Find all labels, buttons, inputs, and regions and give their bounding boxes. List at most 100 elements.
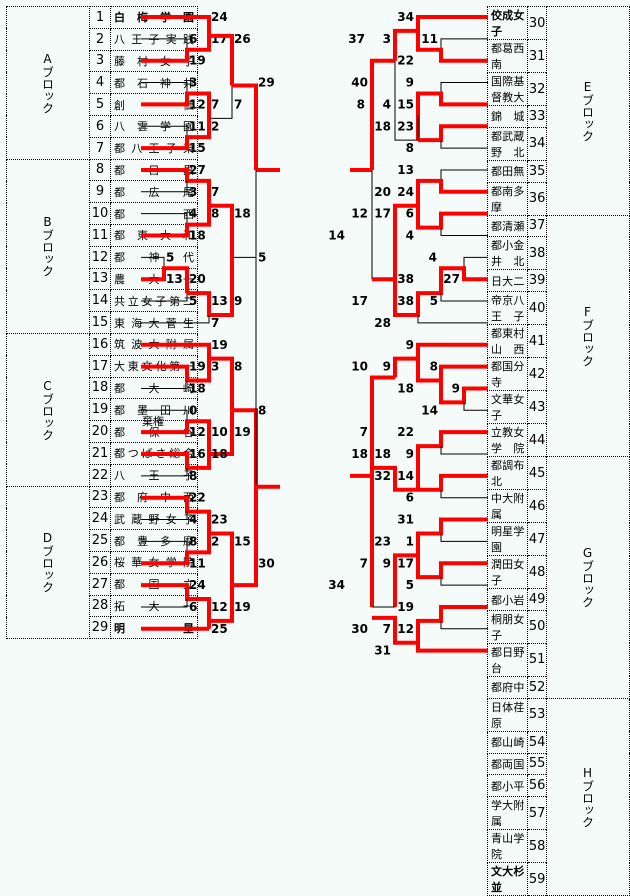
- team-number: 51: [527, 642, 547, 677]
- score-label: 34: [397, 10, 414, 24]
- score-label: 18: [234, 207, 251, 221]
- score-label: 8: [211, 207, 219, 221]
- bracket-line: [209, 585, 234, 623]
- score-label: 8: [357, 97, 365, 111]
- score-label: 30: [258, 556, 275, 570]
- team-name: 学大附属: [486, 796, 529, 831]
- bracket-line: [141, 266, 189, 294]
- team-number: 14: [89, 289, 111, 313]
- score-label: 37: [348, 32, 365, 46]
- score-label: 22: [189, 491, 206, 505]
- team-name: 国際基督教大: [486, 72, 529, 106]
- bracket-line: [440, 620, 488, 630]
- score-label: 25: [211, 622, 228, 636]
- team-number: 31: [527, 39, 547, 73]
- bracket-line: [141, 118, 211, 151]
- bracket-line: [440, 533, 488, 542]
- team-name: 都小岩: [486, 588, 529, 611]
- score-label: 28: [374, 316, 391, 330]
- bracket-line: [418, 473, 488, 492]
- bracket-line: [440, 577, 488, 586]
- bracket-line: [439, 380, 488, 405]
- score-label: 20: [374, 185, 391, 199]
- bracket-line: [440, 82, 488, 94]
- block-label: Aブロック: [6, 6, 90, 160]
- bracket-line: [372, 266, 488, 317]
- score-label: 19: [397, 600, 414, 614]
- score-label: 22: [397, 54, 414, 68]
- team-name: 青山学院: [486, 829, 529, 864]
- team-number: 10: [89, 202, 111, 225]
- score-label: 13: [166, 272, 183, 286]
- score-label: 5: [430, 294, 438, 308]
- bracket-line: [209, 410, 234, 456]
- score-label: 19: [211, 338, 228, 352]
- bracket-line: [416, 555, 488, 580]
- team-name: 都武蔵野北: [486, 126, 529, 161]
- score-label: 24: [189, 578, 206, 592]
- bracket-line: [141, 495, 234, 586]
- bracket-line: [141, 91, 211, 119]
- score-label: 7: [383, 622, 391, 636]
- bracket-line: [209, 33, 234, 86]
- score-label: 17: [351, 294, 368, 308]
- bracket-line: [232, 83, 258, 170]
- team-number: 33: [527, 105, 547, 128]
- team-name: 日体荏原: [486, 697, 529, 732]
- score-label: 8: [430, 360, 438, 374]
- score-label: 4: [383, 97, 391, 111]
- score-label: 18: [397, 381, 414, 395]
- score-label: 13: [397, 163, 414, 177]
- team-name: 桐朋女子: [486, 609, 529, 644]
- bracket-line: [141, 314, 210, 324]
- block-label: Hブロック: [545, 697, 630, 896]
- bracket-line: [141, 205, 211, 238]
- score-label: 7: [211, 185, 219, 199]
- score-label: 40: [351, 76, 368, 90]
- score-label: 38: [397, 272, 414, 286]
- score-label: 4: [189, 207, 197, 221]
- score-label: 14: [328, 229, 345, 243]
- score-label: 23: [374, 534, 391, 548]
- score-label: 4: [189, 513, 197, 527]
- team-number: 25: [89, 529, 111, 552]
- score-label: 14: [397, 469, 414, 483]
- score-label: 2: [211, 534, 219, 548]
- team-number: 39: [527, 269, 547, 293]
- score-label: 17: [397, 556, 414, 570]
- bracket-line: [209, 85, 233, 119]
- team-number: 55: [527, 752, 547, 776]
- bracket-line: [417, 314, 488, 324]
- bracket-line: [416, 430, 488, 490]
- team-name: 都豊多摩: [110, 529, 198, 552]
- score-label: 3: [189, 185, 197, 199]
- score-label: 17: [374, 207, 391, 221]
- score-label: 27: [443, 272, 460, 286]
- bracket-line: [141, 511, 188, 521]
- bracket-line: [141, 180, 188, 193]
- bracket-line: [141, 533, 211, 566]
- team-name: 都山崎: [486, 730, 529, 754]
- semifinal-line: [232, 484, 280, 588]
- bracket-line: [370, 375, 418, 492]
- bracket-line: [209, 203, 234, 258]
- team-number: 49: [527, 588, 547, 611]
- score-label: 11: [189, 119, 206, 133]
- score-label: 24: [211, 10, 228, 24]
- score-label: 29: [258, 76, 275, 90]
- team-number: 38: [527, 236, 547, 271]
- bracket-line: [141, 467, 188, 477]
- team-name: 都小金井北: [486, 236, 529, 271]
- score-label: 23: [397, 119, 414, 133]
- score-label: 18: [351, 447, 368, 461]
- team-name: 拓大一: [110, 594, 198, 618]
- team-number: 41: [527, 324, 547, 359]
- score-label: 23: [211, 513, 228, 527]
- score-label: 19: [189, 360, 206, 374]
- team-number: 40: [527, 291, 547, 326]
